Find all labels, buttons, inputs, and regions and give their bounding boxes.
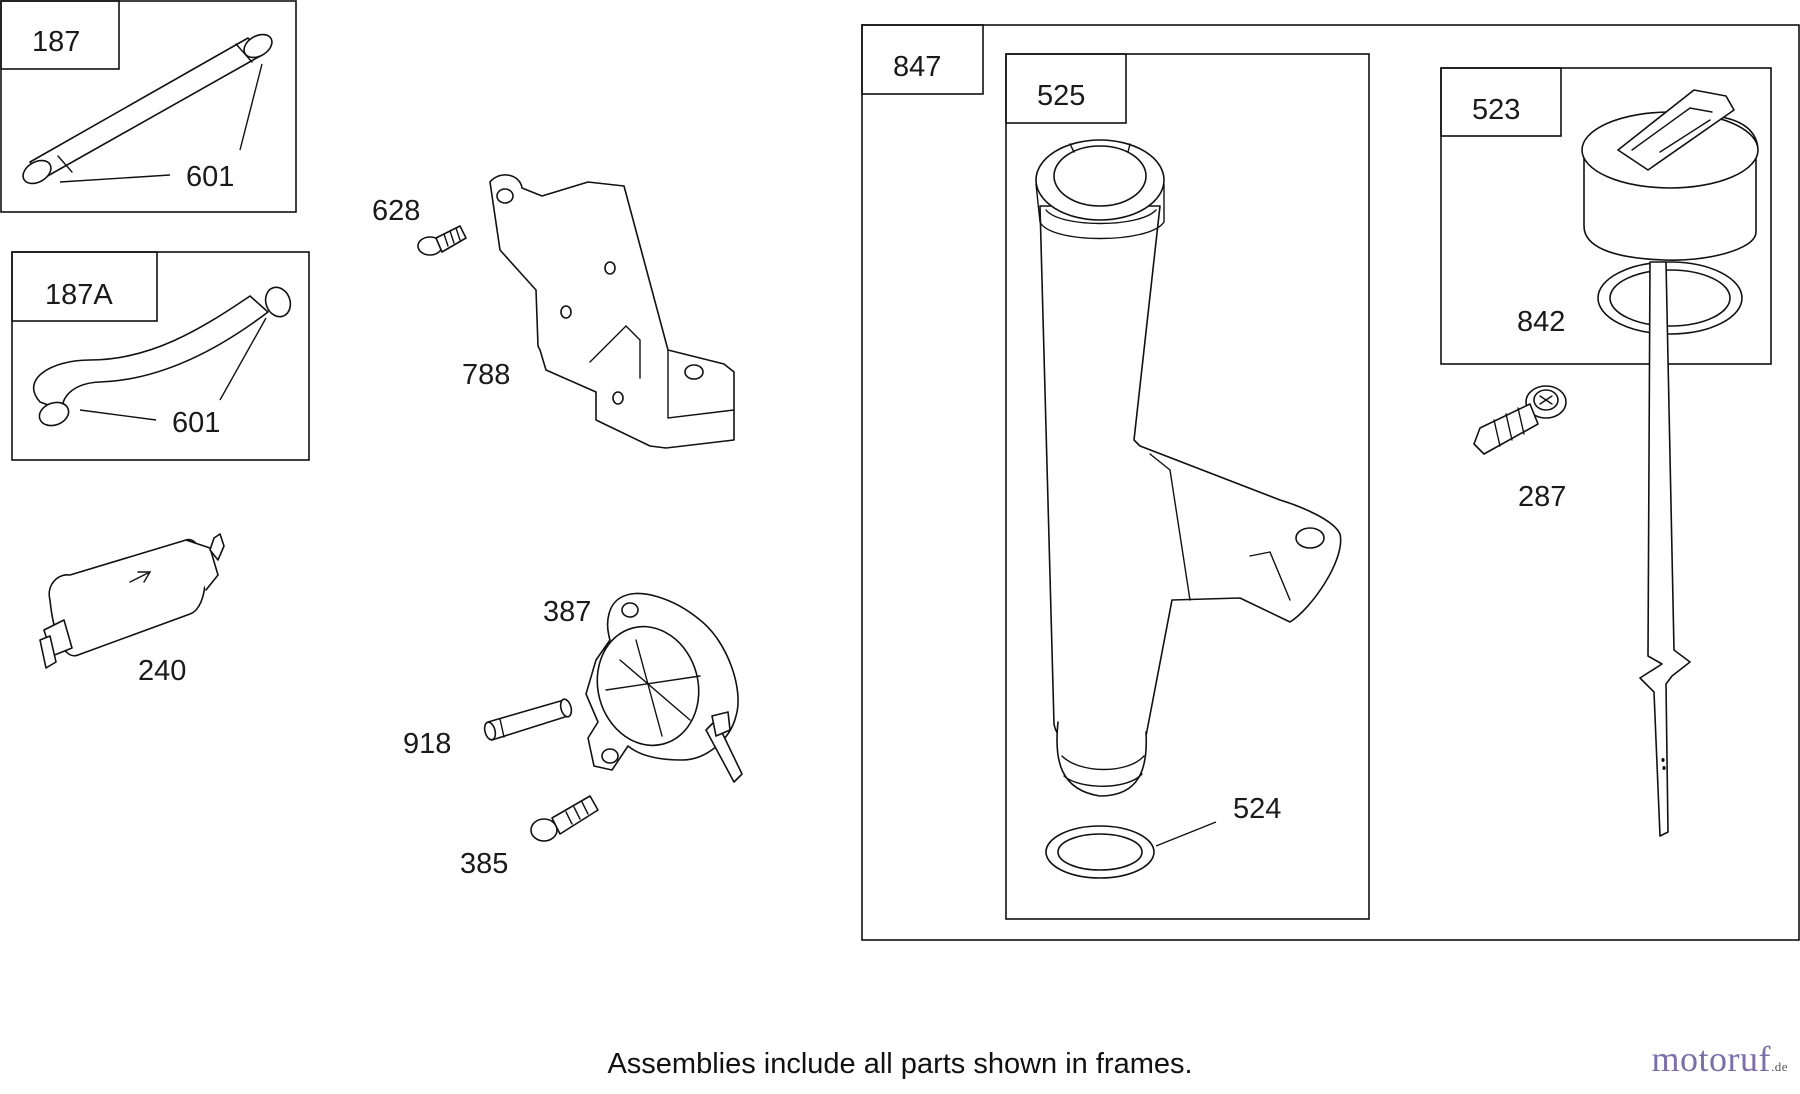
screw-628	[417, 225, 467, 256]
callout-387: 387	[543, 596, 591, 628]
watermark-logo: motoruf.de	[1651, 1038, 1788, 1080]
watermark-suffix: .de	[1770, 1059, 1788, 1074]
callout-240: 240	[138, 655, 186, 687]
fuel-line-straight	[22, 33, 273, 185]
fuel-pump-387	[585, 592, 743, 783]
frame-187: 187 601	[0, 0, 297, 213]
callout-788: 788	[462, 359, 510, 391]
gasket-842	[1597, 261, 1743, 335]
frame-523: 523 842	[1440, 67, 1772, 365]
frame-525: 525 524	[1005, 53, 1370, 920]
callout-524: 524	[1233, 793, 1281, 825]
screw-385	[530, 795, 599, 842]
frame-847: 847	[861, 24, 1800, 941]
o-ring-524	[1045, 825, 1155, 879]
diagram-caption: Assemblies include all parts shown in fr…	[607, 1048, 1193, 1080]
fuel-filter	[39, 533, 225, 669]
pin-918	[483, 698, 573, 741]
frame-label-523: 523	[1472, 94, 1520, 126]
callout-842: 842	[1517, 306, 1565, 338]
frame-label-187A: 187A	[45, 279, 113, 311]
callout-385: 385	[460, 848, 508, 880]
callout-628: 628	[372, 195, 420, 227]
dipstick-rod	[1639, 261, 1691, 837]
callout-918: 918	[403, 728, 451, 760]
frame-label-847: 847	[893, 51, 941, 83]
bracket-788	[489, 174, 735, 449]
screw-287	[1473, 385, 1567, 455]
dipstick-cap	[1581, 89, 1759, 262]
frame-label-525: 525	[1037, 80, 1085, 112]
dipstick-tube	[1035, 139, 1342, 797]
callout-287: 287	[1518, 481, 1566, 513]
fuel-line-curved	[33, 286, 292, 427]
callout-601-a: 601	[186, 161, 234, 193]
frame-label-187: 187	[32, 26, 80, 58]
callout-601-b: 601	[172, 407, 220, 439]
frame-187A: 187A 601	[11, 251, 310, 461]
watermark-text: motoruf	[1651, 1039, 1771, 1079]
